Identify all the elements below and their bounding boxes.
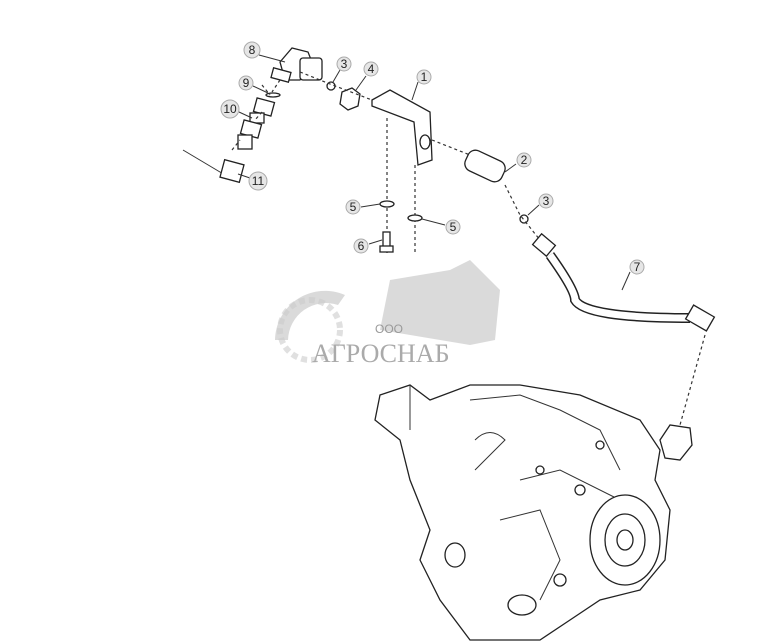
svg-text:6: 6	[358, 239, 365, 253]
part-6-bolt	[379, 231, 394, 253]
callout-6: 6	[353, 238, 369, 254]
svg-text:9: 9	[243, 76, 250, 90]
part-5b-washer	[407, 214, 423, 222]
part-9-o-ring	[265, 92, 281, 98]
callout-9: 9	[238, 75, 254, 91]
part-3b-washer	[519, 214, 529, 224]
part-11-cap	[182, 149, 245, 184]
svg-text:11: 11	[252, 174, 265, 188]
part-5-washer	[379, 200, 395, 208]
svg-text:1: 1	[421, 70, 428, 84]
callout-2: 2	[516, 152, 532, 168]
watermark-logo: ООО АГРОСНАБ	[275, 260, 500, 368]
watermark-prefix: ООО	[375, 322, 403, 336]
callout-10: 10	[220, 99, 240, 119]
svg-text:10: 10	[223, 102, 237, 116]
callout-7: 7	[629, 259, 645, 275]
svg-text:3: 3	[543, 194, 550, 208]
part-1-bracket	[371, 89, 433, 166]
part-2-fitting	[464, 149, 506, 183]
callout-1: 1	[416, 69, 432, 85]
leader-lines	[237, 54, 631, 291]
callout-8: 8	[243, 41, 261, 59]
hydraulic-pump	[374, 384, 693, 641]
svg-text:2: 2	[521, 153, 528, 167]
svg-text:4: 4	[368, 62, 375, 76]
callout-5: 5	[345, 199, 361, 215]
part-4-nut	[339, 87, 361, 111]
svg-text:3: 3	[341, 57, 348, 71]
callout-4: 4	[363, 61, 379, 77]
svg-text:7: 7	[634, 260, 641, 274]
svg-text:5: 5	[450, 220, 457, 234]
part-7-hose	[531, 232, 716, 332]
part-10-adapter	[237, 97, 276, 150]
callout-5b: 5	[445, 219, 461, 235]
watermark-name: АГРОСНАБ	[312, 339, 450, 368]
callout-3b: 3	[538, 193, 554, 209]
svg-text:5: 5	[350, 200, 357, 214]
callout-3: 3	[336, 56, 352, 72]
callout-11: 11	[248, 171, 268, 191]
svg-text:8: 8	[249, 43, 256, 57]
part-8-elbow-fitting	[270, 47, 323, 83]
